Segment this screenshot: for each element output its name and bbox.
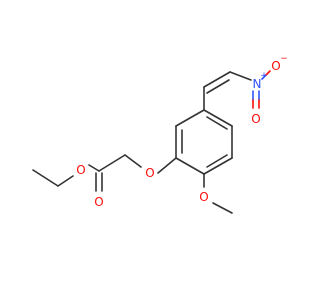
- bond-vinyl-n: [229, 71, 252, 81]
- bond-vinyl-double-b: [206, 79, 230, 94]
- ester-ether-oxygen-label: O: [76, 163, 85, 177]
- ester-carbonyl-oxygen-label: O: [94, 195, 103, 209]
- bond-ring-inner-2: [206, 116, 228, 130]
- bond-aryl-o-ring: [157, 157, 177, 174]
- bond-methoxy-o-ch3: [212, 202, 233, 214]
- bond-nitro-n-o-top-a: [261, 74, 267, 80]
- methoxy-oxygen-label: O: [199, 190, 208, 204]
- nitro-oxygen-top-label: O: [271, 59, 280, 73]
- bond-ch2-aryl-o: [124, 154, 142, 168]
- nitro-nitrogen-charge-label: +: [260, 71, 268, 81]
- nitro-oxygen-bottom-label: O: [251, 112, 260, 126]
- nitro-nitrogen-label: N: [253, 77, 262, 91]
- aryl-ether-oxygen-label: O: [145, 166, 154, 180]
- bond-vinyl-double-a: [203, 71, 231, 88]
- bond-ring-6: [175, 157, 205, 175]
- molecule-structure-diagram: O O O O N + O − O: [32, 54, 288, 214]
- bond-ethyl-ch2-o: [57, 175, 74, 187]
- bond-ethyl-ch3-ch2: [32, 169, 59, 187]
- bond-carbonyl-c-ch2: [98, 154, 126, 172]
- bond-ester-o-carbonyl-c: [88, 164, 100, 172]
- bond-ring-inner-3: [206, 154, 228, 168]
- bond-ring-3: [203, 109, 233, 127]
- bond-nitro-n-o-top-b: [265, 70, 271, 76]
- bond-ring-5: [203, 157, 233, 175]
- nitro-oxygen-top-charge-label: −: [280, 54, 288, 64]
- bond-ring-2: [175, 109, 205, 127]
